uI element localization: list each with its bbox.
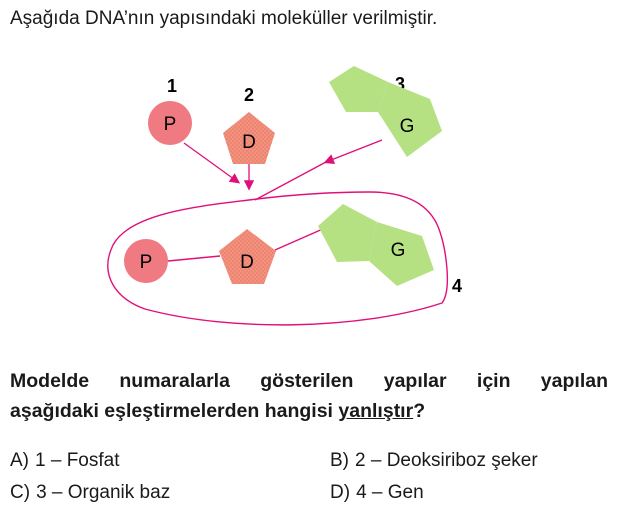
arrow-3 xyxy=(323,139,383,164)
deoxyribose-pentagon-top xyxy=(223,112,275,164)
phosphate-circle-bottom xyxy=(124,239,168,283)
label-4: 4 xyxy=(452,276,462,296)
base-ring-top-right xyxy=(378,82,442,157)
arrow-1 xyxy=(183,142,241,184)
label-2: 2 xyxy=(244,85,254,105)
option-c[interactable]: C)3 – Organik baz xyxy=(10,482,170,504)
option-b-text: 2 – Deoksiriboz şeker xyxy=(355,450,538,471)
base-ring-top-left xyxy=(329,66,388,112)
deoxyribose-label-top: D xyxy=(242,132,256,153)
option-b[interactable]: B) 2 – Deoksiriboz şeker xyxy=(330,450,538,472)
label-3: 3 xyxy=(395,74,405,94)
base-ring-bottom-left xyxy=(318,204,377,262)
bond-p-d xyxy=(167,255,221,262)
nucleotide-enclosure xyxy=(107,191,448,326)
question-line-2-end: ? xyxy=(413,400,426,422)
base-ring-bottom-right xyxy=(369,222,434,286)
phosphate-circle-top xyxy=(148,101,192,145)
option-b-label: B) xyxy=(330,450,349,471)
option-d-label: D) xyxy=(330,482,351,503)
question-line-1: Modelde numaralarla gösterilen yapılar i… xyxy=(10,370,608,392)
arrow-3-tail xyxy=(254,161,327,201)
option-a-text: 1 – Fosfat xyxy=(35,450,120,471)
dna-nucleotide-diagram: 1 P 2 D 3 G P D G 4 xyxy=(107,66,462,326)
deoxyribose-pentagon-bottom xyxy=(219,229,276,284)
base-label-bottom: G xyxy=(391,240,406,261)
intro-text: Aşağıda DNA’nın yapısındaki moleküller v… xyxy=(10,8,438,29)
bond-d-g xyxy=(274,227,326,251)
option-c-label: C) xyxy=(10,482,31,503)
deoxyribose-label-bottom: D xyxy=(240,252,254,273)
phosphate-label-bottom: P xyxy=(140,252,153,273)
option-a-label: A) xyxy=(10,450,29,471)
question-text: Modelde numaralarla gösterilen yapılar i… xyxy=(10,366,608,426)
option-d[interactable]: D)4 – Gen xyxy=(330,482,424,504)
option-a[interactable]: A) 1 – Fosfat xyxy=(10,450,120,472)
question-underlined-word: yanlıştır xyxy=(338,400,414,422)
option-d-text: 4 – Gen xyxy=(356,482,424,503)
base-label-top: G xyxy=(400,116,415,137)
option-c-text: 3 – Organik baz xyxy=(36,482,171,503)
label-1: 1 xyxy=(167,76,177,96)
phosphate-label-top: P xyxy=(164,114,177,135)
question-line-2-start: aşağıdaki eşleştirmelerden hangisi xyxy=(10,400,339,422)
